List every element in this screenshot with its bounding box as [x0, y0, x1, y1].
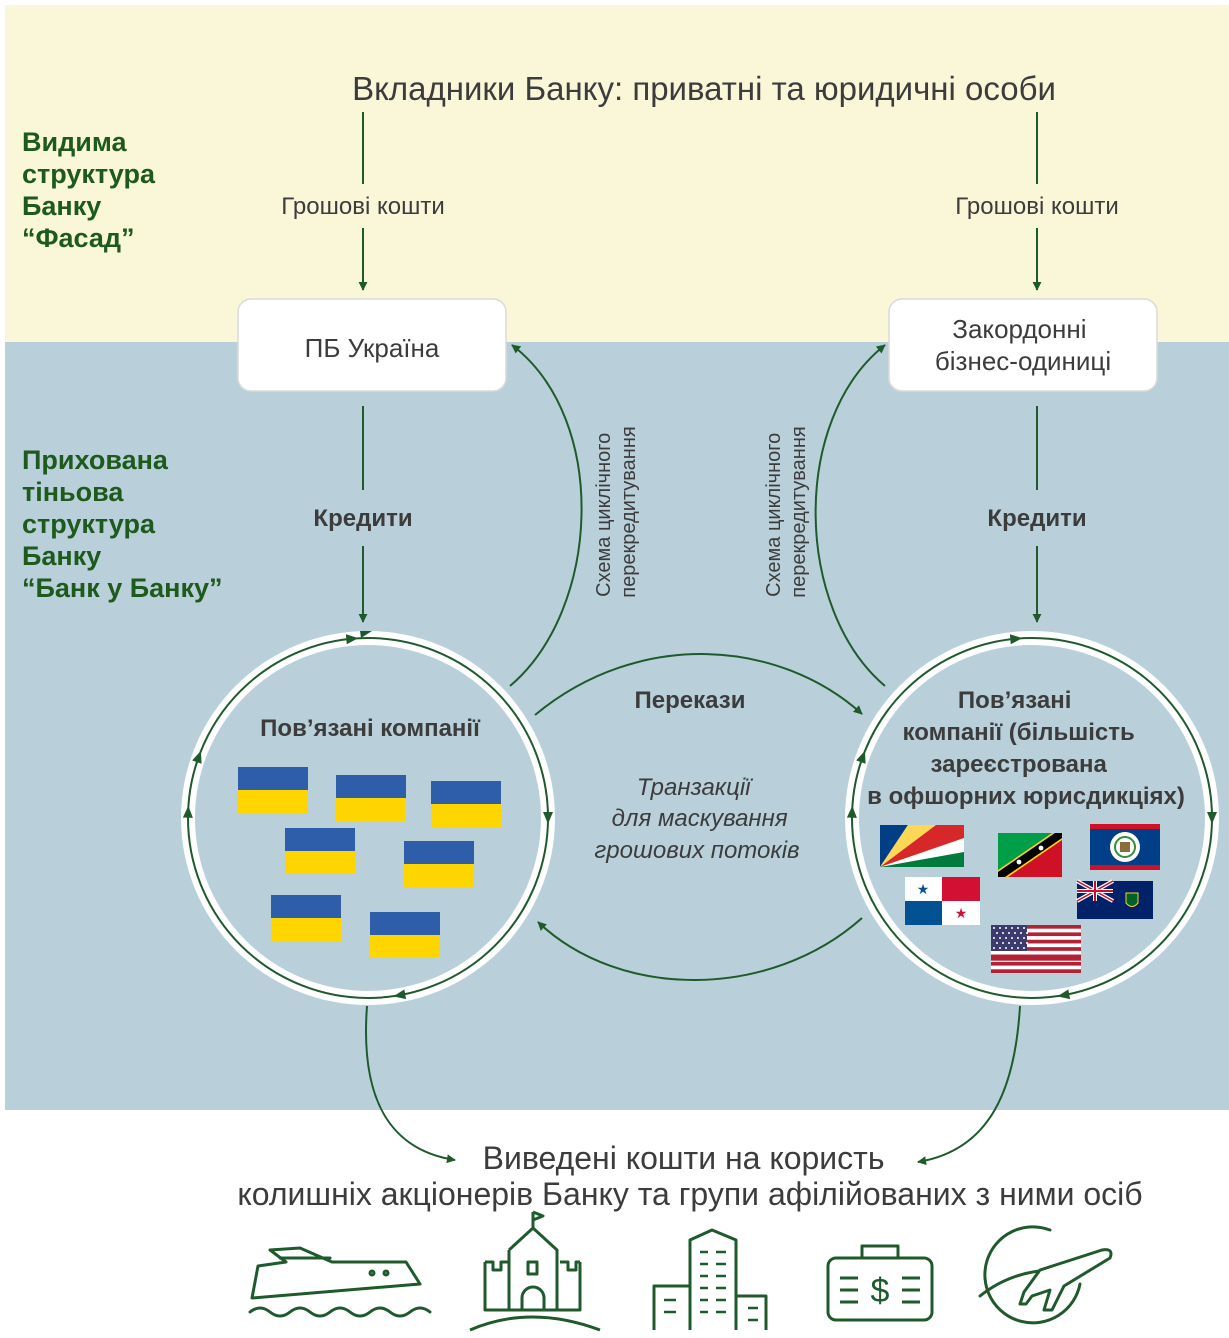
- usa-flag-star: [1023, 947, 1025, 949]
- pb-ukraine-box: [237, 298, 507, 392]
- ring-arrowheads-left: [360, 631, 372, 638]
- british-virgin-islands-flag: [1076, 879, 1153, 919]
- usa-flag-canton: [991, 925, 1027, 951]
- credits-label-left: Кредити: [313, 505, 412, 532]
- hidden-structure-label: Прихована тіньова структура Банку “Банк …: [22, 445, 223, 603]
- usa-flag-star: [1017, 927, 1019, 929]
- usa-flag-star: [1008, 932, 1010, 934]
- ring-arrowhead: [1009, 634, 1023, 645]
- usa-flag-star: [1023, 937, 1025, 939]
- offshore-flags: ★ ★: [880, 824, 1160, 973]
- ring-arrowhead: [1057, 989, 1071, 1000]
- skyscraper-icon: [652, 1228, 768, 1330]
- foreign-units-label: Закордонні бізнес-одиниці: [935, 314, 1111, 376]
- usa-flag-star: [1017, 947, 1019, 949]
- ukraine-flag: [370, 912, 440, 958]
- ring-arrowhead: [345, 634, 359, 645]
- usa-flag-star: [1011, 947, 1013, 949]
- usa-flag-star: [993, 947, 995, 949]
- usa-flag-star: [993, 927, 995, 929]
- svg-text:$: $: [871, 1272, 890, 1310]
- related-companies-label-right: Пов’язані компанії (більшість зареєстров…: [867, 687, 1185, 810]
- foreign-units-box: [888, 298, 1158, 392]
- usa-flag-stripe: [991, 925, 1081, 929]
- usa-flag-stripe: [991, 932, 1081, 937]
- ukraine-flag: [404, 841, 474, 887]
- ukraine-flag: [238, 767, 308, 813]
- credits-label-right: Кредити: [987, 505, 1086, 532]
- usa-flag-star: [993, 937, 995, 939]
- pb-ukraine-label: ПБ Україна: [305, 333, 440, 363]
- money-label-right: Грошові кошти: [955, 193, 1118, 220]
- ring-arrowhead: [192, 750, 202, 764]
- saint-kitts-and-nevis-flag: [998, 833, 1062, 877]
- usa-flag: [991, 925, 1081, 973]
- panama-flag: ★ ★: [905, 877, 980, 925]
- ukraine-flag: [336, 775, 406, 821]
- usa-flag-star: [996, 942, 998, 944]
- usa-flag-stripe: [991, 939, 1081, 944]
- usa-flag-star: [1026, 942, 1028, 944]
- cash-case-icon: $: [826, 1244, 934, 1322]
- svg-text:★: ★: [917, 881, 930, 897]
- cyclic-arc-left: [509, 344, 583, 687]
- usa-flag-star: [1026, 932, 1028, 934]
- usa-flag-star: [1020, 942, 1022, 944]
- cyclic-scheme-label-left: Схема циклічного перекредитування: [593, 426, 640, 597]
- usa-flag-star: [996, 932, 998, 934]
- usa-flag-star: [1023, 927, 1025, 929]
- ring-arrowhead: [543, 812, 553, 824]
- cyclic-arc-right: [814, 344, 886, 687]
- usa-flag-star: [1002, 942, 1004, 944]
- usa-flag-star: [1002, 932, 1004, 934]
- ring-arrowhead: [846, 805, 857, 818]
- usa-flag-star: [1011, 927, 1013, 929]
- usa-flag-star: [999, 947, 1001, 949]
- related-companies-label-left: Пов’язані компанії: [260, 715, 481, 742]
- usa-flag-stripe: [991, 961, 1081, 966]
- svg-text:★: ★: [955, 905, 968, 921]
- usa-flag-star: [999, 937, 1001, 939]
- usa-flag-star: [1014, 942, 1016, 944]
- usa-flag-star: [1020, 932, 1022, 934]
- transfers-label: Перекази: [635, 687, 746, 714]
- ring-arrows: [182, 634, 1217, 1000]
- yacht-icon: [248, 1246, 432, 1318]
- usa-flag-star: [1014, 932, 1016, 934]
- withdrawn-funds-label: Виведені кошти на користь колишніх акціо…: [237, 1140, 1142, 1212]
- cyclic-scheme-label-right: Схема циклічного перекредитування: [763, 426, 810, 597]
- visible-structure-label: Видима структура Банку “Фасад”: [22, 127, 163, 253]
- usa-flag-star: [1017, 937, 1019, 939]
- seychelles-flag: [880, 825, 964, 867]
- belize-flag: [1090, 824, 1160, 870]
- ring-arrowhead: [182, 805, 193, 818]
- usa-flag-star: [1005, 947, 1007, 949]
- withdrawal-arrow-left: [365, 1005, 456, 1164]
- ring-arrowhead: [856, 750, 866, 764]
- ring-arrowhead: [1207, 812, 1217, 824]
- ukraine-flag: [285, 828, 355, 874]
- withdrawal-arrow-right: [917, 1005, 1021, 1166]
- ukraine-flag: [271, 895, 341, 941]
- money-label-left: Грошові кошти: [281, 193, 444, 220]
- depositors-title: Вкладники Банку: приватні та юридичні ос…: [352, 70, 1056, 107]
- usa-flag-star: [1005, 937, 1007, 939]
- ring-arrowhead: [393, 989, 407, 1000]
- usa-flag-star: [999, 927, 1001, 929]
- usa-flag-stripe: [991, 954, 1081, 959]
- transfers-arrow: [534, 653, 863, 716]
- castle-icon: [469, 1210, 601, 1332]
- masking-transactions-label: Транзакції для маскування грошових поток…: [594, 774, 799, 864]
- globe-plane-icon: [978, 1225, 1113, 1325]
- usa-flag-stripe: [991, 969, 1081, 973]
- usa-flag-star: [1008, 942, 1010, 944]
- masking-transactions-arrow: [537, 917, 863, 981]
- usa-flag-stripe: [991, 947, 1081, 951]
- ukraine-flags: [238, 767, 501, 958]
- usa-flag-star: [1005, 927, 1007, 929]
- visible-structure-zone: [5, 5, 1229, 342]
- ukraine-flag: [431, 781, 501, 827]
- usa-flag-star: [1011, 937, 1013, 939]
